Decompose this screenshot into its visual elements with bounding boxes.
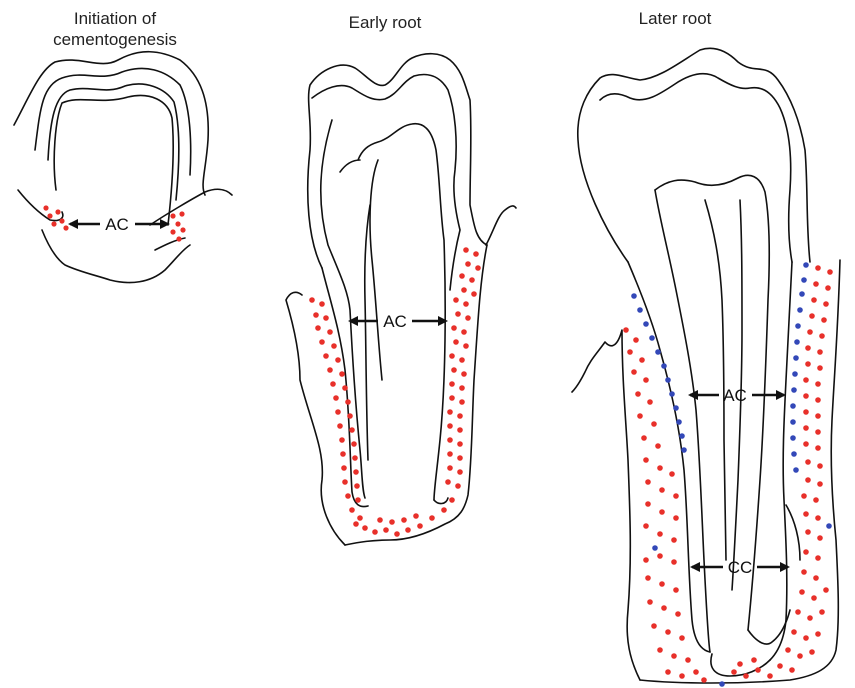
label-cc-later-root: CC [728, 558, 753, 577]
tooth-later-root: AC CC [572, 48, 840, 686]
label-ac-initiation: AC [105, 215, 129, 234]
blue-cells-later-left [631, 293, 725, 687]
label-ac-early-root: AC [383, 312, 407, 331]
tooth-early-root: AC [286, 54, 516, 545]
tooth-initiation: AC [14, 52, 232, 283]
red-cells-later-left [623, 327, 707, 683]
label-ac-later-root: AC [723, 386, 747, 405]
red-cells-later-right [731, 265, 833, 679]
